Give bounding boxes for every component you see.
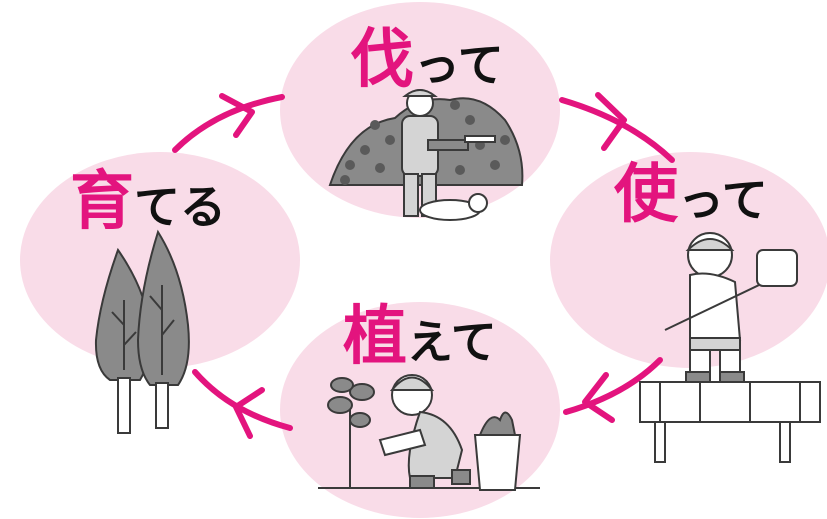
cedar-trees-icon	[94, 229, 190, 434]
use-step-label: 使って	[614, 163, 768, 227]
carpenter-mallet-icon	[639, 232, 821, 463]
plant-step-kanji: 植	[343, 300, 407, 374]
grow-step-kanji: 育	[70, 165, 134, 239]
grow-step-kana: てる	[134, 180, 226, 234]
cut-step-label: 伐って	[350, 28, 504, 92]
cut-step-kana: って	[414, 38, 504, 92]
cycle-arrow-icon	[172, 93, 285, 153]
use-step-kanji: 使	[614, 158, 678, 232]
lumberjack-chainsaw-icon	[328, 89, 524, 221]
cycle-arrow-icon	[559, 92, 675, 163]
cycle-arrow-icon	[192, 369, 293, 439]
plant-step-label: 植えて	[343, 305, 497, 369]
planting-worker-icon	[318, 374, 540, 491]
grow-step-label: 育てる	[70, 170, 226, 234]
plant-step-kana: えて	[407, 315, 497, 369]
use-step-kana: って	[678, 173, 768, 227]
cut-step-kanji: 伐	[350, 23, 414, 97]
cycle-arrow-icon	[563, 357, 663, 423]
